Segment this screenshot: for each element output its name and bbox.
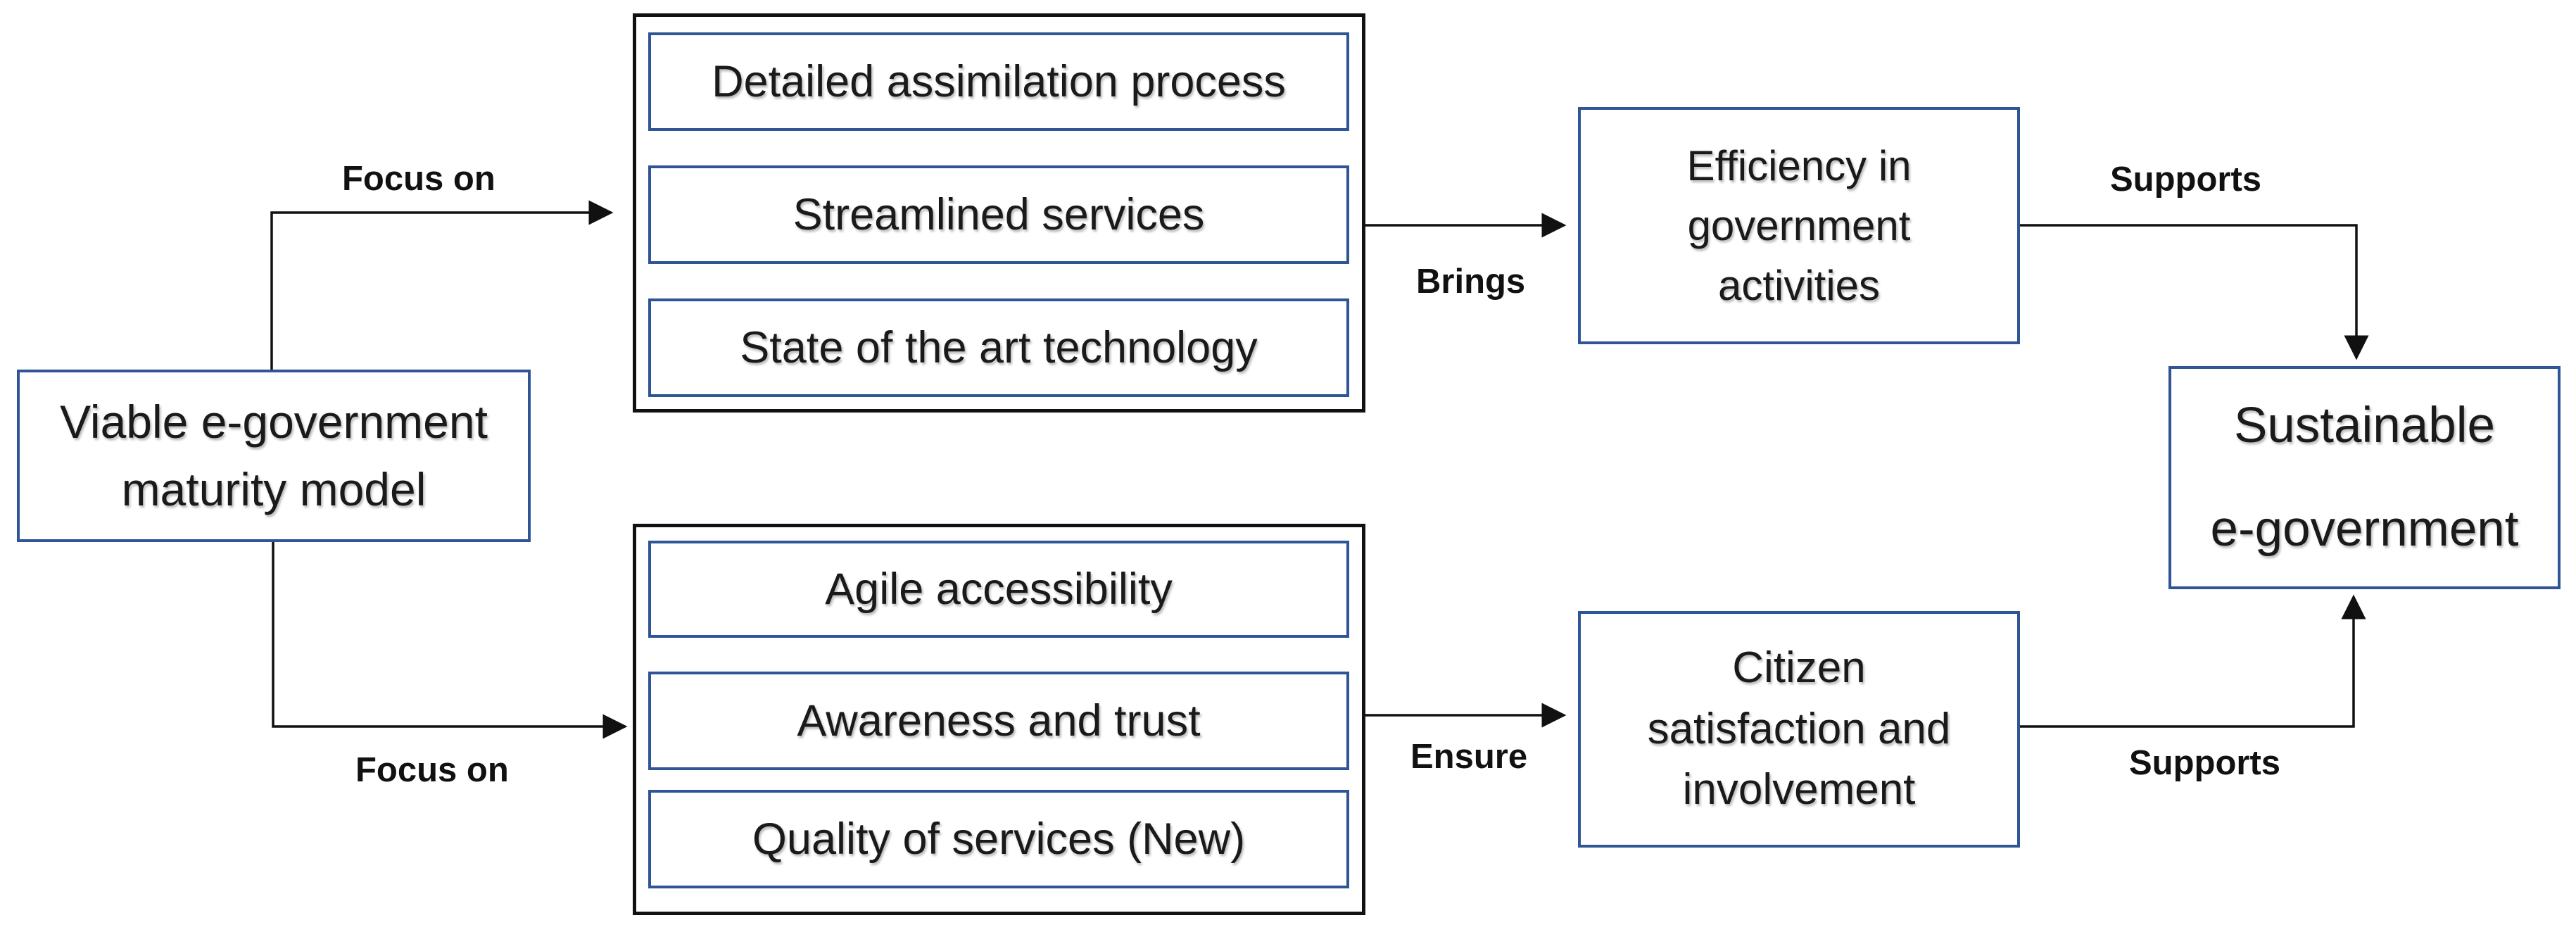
edge-label-focus-on-bottom: Focus on	[355, 751, 509, 789]
bottom-group-item: Awareness and trust	[648, 672, 1349, 770]
efficiency-node: Efficiency in government activities	[1578, 107, 2020, 344]
edge-label-focus-on-top: Focus on	[342, 160, 495, 198]
root-node-label: Viable e-government maturity model	[60, 395, 488, 515]
top-group-item: Streamlined services	[648, 165, 1349, 264]
root-node: Viable e-government maturity model	[17, 370, 531, 542]
edge-label-ensure: Ensure	[1410, 738, 1528, 776]
bottom-group-item-label: Agile accessibility	[825, 564, 1173, 614]
top-group-item-label: Streamlined services	[793, 189, 1205, 239]
citizen-node: Citizen satisfaction and involvement	[1578, 611, 2020, 848]
top-group-item: State of the art technology	[648, 298, 1349, 397]
bottom-group-item: Agile accessibility	[648, 541, 1349, 638]
bottom-group-item-label: Awareness and trust	[797, 696, 1201, 745]
arrow-efficiency-to-goal	[2020, 224, 2369, 360]
bottom-group-item-label: Quality of services (New)	[752, 814, 1246, 864]
arrow-citizen-to-goal	[2020, 594, 2366, 728]
edge-label-supports-bottom: Supports	[2129, 744, 2281, 782]
edge-label-supports-top: Supports	[2110, 161, 2262, 199]
arrow-root-to-top-group	[270, 200, 614, 370]
edge-label-brings: Brings	[1416, 263, 1526, 301]
top-group-item: Detailed assimilation process	[648, 32, 1349, 131]
goal-node-label: Sustainable e-government	[2210, 397, 2519, 557]
top-group-item-label: Detailed assimilation process	[712, 56, 1286, 106]
citizen-node-label: Citizen satisfaction and involvement	[1647, 643, 1951, 814]
arrow-root-to-bottom-group	[272, 542, 628, 739]
efficiency-node-label: Efficiency in government activities	[1686, 141, 1912, 310]
bottom-group-item: Quality of services (New)	[648, 790, 1349, 888]
top-group-item-label: State of the art technology	[740, 322, 1258, 372]
goal-node: Sustainable e-government	[2168, 366, 2561, 589]
